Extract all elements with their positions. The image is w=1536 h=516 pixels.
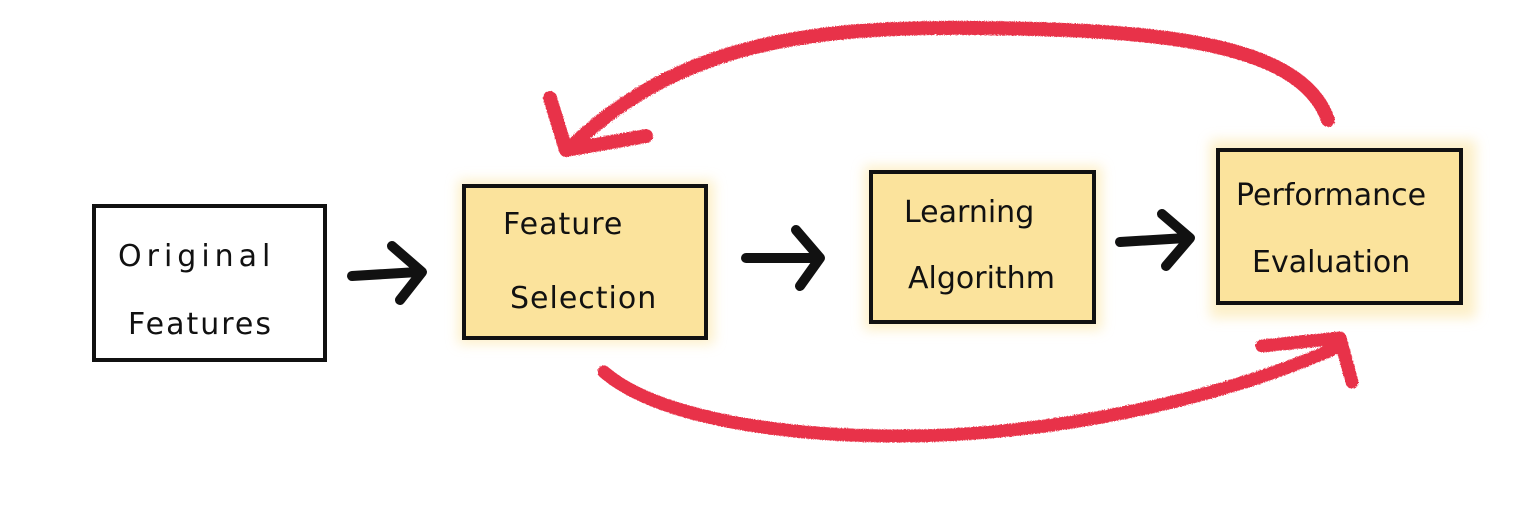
node-feature-selection-line-2: Selection <box>510 281 657 316</box>
node-feature-selection-line-1: Feature <box>503 207 623 242</box>
skip-arrow-bottom-shaft <box>597 339 1347 443</box>
arrow-selection-to-learning <box>741 225 825 291</box>
node-performance-evaluation-line-2: Evaluation <box>1252 245 1410 280</box>
node-learning-algorithm: Learning Algorithm <box>864 166 1102 330</box>
feedback-arrow-top-head <box>543 91 653 157</box>
feedback-arrow-top-shaft <box>563 20 1335 155</box>
node-learning-algorithm-line-2: Algorithm <box>908 261 1055 296</box>
node-original-features: Original Features <box>92 204 327 362</box>
arrow-original-to-selection <box>347 241 427 305</box>
node-learning-algorithm-line-1: Learning <box>904 195 1034 230</box>
node-performance-evaluation-box <box>1216 148 1463 305</box>
arrow-learning-to-evaluation <box>1115 209 1195 271</box>
node-learning-algorithm-box <box>869 170 1096 324</box>
node-feature-selection-box <box>462 184 708 340</box>
node-performance-evaluation-line-1: Performance <box>1236 178 1426 213</box>
node-original-features-line-2: Features <box>128 307 273 342</box>
skip-arrow-bottom <box>597 331 1359 443</box>
skip-arrow-bottom-head <box>1255 331 1359 389</box>
node-original-features-line-1: Original <box>118 239 275 274</box>
feedback-arrow-top <box>543 20 1335 157</box>
node-original-features-box <box>92 204 327 362</box>
node-performance-evaluation: Performance Evaluation <box>1210 140 1476 318</box>
node-feature-selection: Feature Selection <box>458 180 714 344</box>
